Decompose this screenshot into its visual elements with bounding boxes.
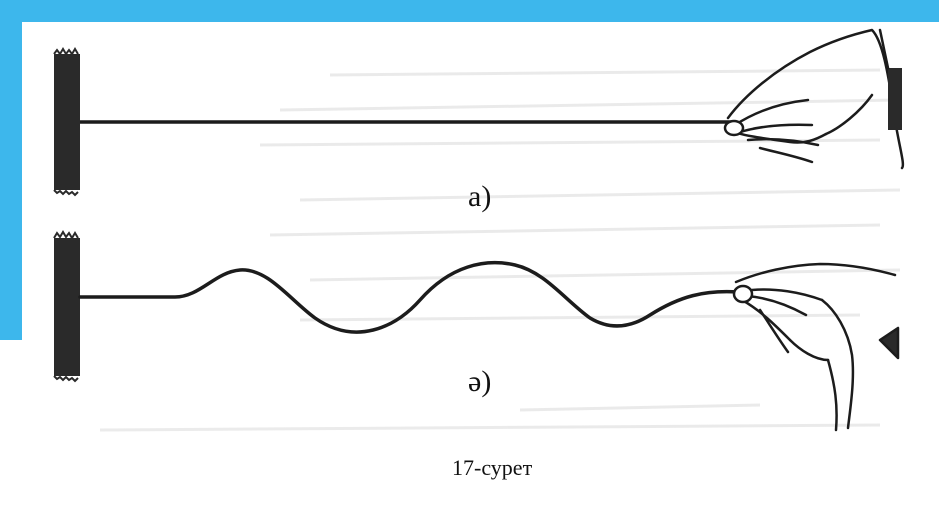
panel-a-label: а)	[468, 180, 492, 213]
wave-string	[78, 260, 740, 334]
background-texture	[99, 68, 901, 432]
panel-b-label: ә)	[468, 365, 492, 398]
hand-a-icon	[723, 28, 905, 170]
wall-b	[53, 230, 80, 383]
panel-a	[53, 28, 905, 197]
hand-b-icon	[732, 262, 900, 432]
left-frame-border	[0, 0, 22, 340]
wall-a	[53, 47, 80, 197]
top-frame-border	[0, 0, 939, 22]
panel-b	[53, 230, 900, 432]
figure-caption: 17-сурет	[452, 455, 533, 480]
